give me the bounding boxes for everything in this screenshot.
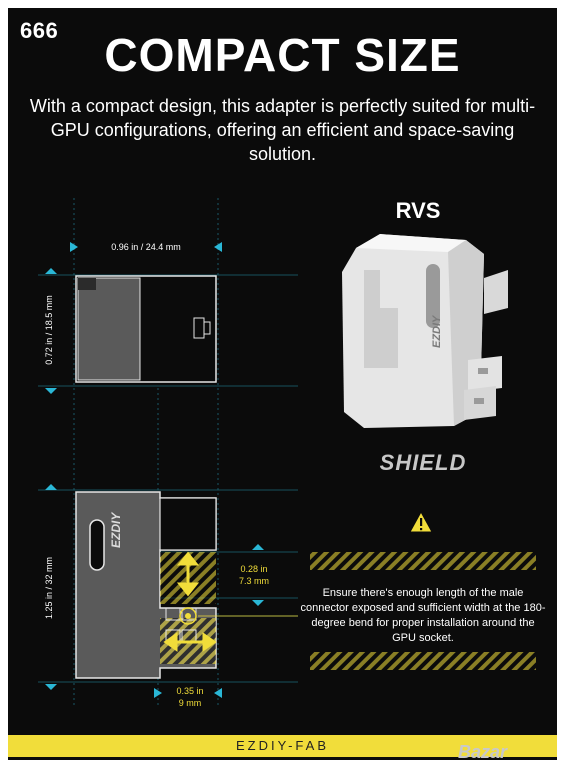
badge-number: 666 [20,18,59,43]
logo-text: EZDIY [109,512,123,548]
watermark: Bazar [458,742,508,762]
dimension-drawing: EZDIY [38,198,536,708]
dim-height-side: 1.25 in / 32 mm [44,557,54,619]
adapter-render: EZDIY [342,234,508,428]
dim-width-top: 0.96 in / 24.4 mm [111,242,181,252]
dim-gap-horizontal-mm: 9 mm [179,698,202,708]
product-panel: 666 COMPACT SIZE With a compact design, … [8,8,557,760]
dim-gap-horizontal-in: 0.35 in [176,686,203,696]
product-name: RVS [395,198,441,223]
product-brand: SHIELD [379,450,467,475]
dimension-arrows [45,242,264,698]
warning-text: Ensure there's enough length of the male… [300,587,546,644]
footer-bar: EZDIY-FAB [8,735,557,757]
footer-brand: EZDIY-FAB [236,738,329,753]
dim-gap-vertical-in: 0.28 in [240,564,267,574]
dim-height-top: 0.72 in / 18.5 mm [44,295,54,365]
warning-stripes-bottom [310,652,536,670]
warning-stripes-top [310,552,536,570]
dim-gap-vertical-mm: 7.3 mm [239,576,269,586]
page-subtitle: With a compact design, this adapter is p… [29,96,536,164]
page-title: COMPACT SIZE [104,29,461,81]
connector-side-view: EZDIY [75,491,298,679]
warning-triangle-icon [409,510,433,533]
connector-top-view [75,275,217,383]
render-logo-text: EZDIY [431,314,443,348]
